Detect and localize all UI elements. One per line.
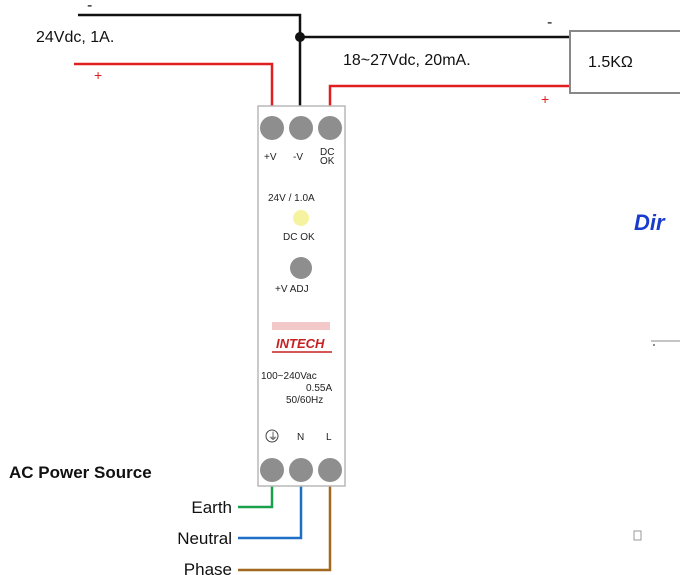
terminal-label-n: N: [297, 432, 304, 443]
load-rating: 18~27Vdc, 20mA.: [343, 52, 471, 69]
resistor-box: [569, 30, 680, 94]
supply-plus-sign: +: [94, 67, 102, 83]
terminal-label-l: L: [326, 432, 332, 443]
earth-label: Earth: [191, 498, 232, 517]
partial-glyph: [633, 530, 642, 541]
phase-wire: [238, 470, 332, 572]
input-freq: 50/60Hz: [286, 395, 323, 406]
brand-logo-bar: [272, 322, 330, 330]
load-positive-wire: [328, 84, 570, 128]
adj-label: +V ADJ: [275, 284, 309, 295]
terminal-label-plus-v: +V: [264, 152, 277, 163]
neutral-label: Neutral: [177, 529, 232, 548]
terminal-neutral: [289, 458, 313, 482]
load-plus-sign: +: [541, 91, 549, 107]
resistor-label: 1.5KΩ: [588, 54, 633, 71]
terminal-phase: [318, 458, 342, 482]
brand-logo: INTECH: [276, 336, 325, 351]
terminal-dc-ok: [318, 116, 342, 140]
partial-heading: Dir: [634, 210, 666, 235]
ac-title: AC Power Source: [9, 463, 152, 482]
input-current: 0.55A: [306, 383, 332, 394]
earth-symbol-icon: [265, 429, 279, 443]
terminal-minus-v: [289, 116, 313, 140]
neutral-wire: [238, 470, 303, 540]
terminal-earth: [260, 458, 284, 482]
terminal-plus-v: [260, 116, 284, 140]
supply-minus-sign: -: [87, 0, 92, 14]
terminal-label-minus-v: -V: [293, 152, 303, 163]
terminal-label-dc-ok: DC: [320, 147, 334, 158]
terminal-label-earth: ⏚: [268, 431, 278, 443]
adj-knob: [290, 257, 312, 279]
terminal-label-dc-ok-2: OK: [320, 156, 335, 167]
partial-dot: [653, 344, 655, 346]
load-minus-sign: -: [547, 14, 552, 31]
junction-dot: [295, 32, 305, 42]
dc-ok-led: [293, 210, 309, 226]
input-voltage: 100~240Vac: [261, 371, 317, 382]
phase-label: Phase: [184, 560, 232, 575]
led-label: DC OK: [283, 232, 315, 243]
supply-positive-wire: [74, 62, 274, 128]
psu-model: 24V / 1.0A: [268, 193, 315, 204]
supply-negative-wire: [78, 13, 302, 128]
psu-body: [257, 105, 346, 487]
supply-rating: 24Vdc, 1A.: [36, 29, 114, 46]
